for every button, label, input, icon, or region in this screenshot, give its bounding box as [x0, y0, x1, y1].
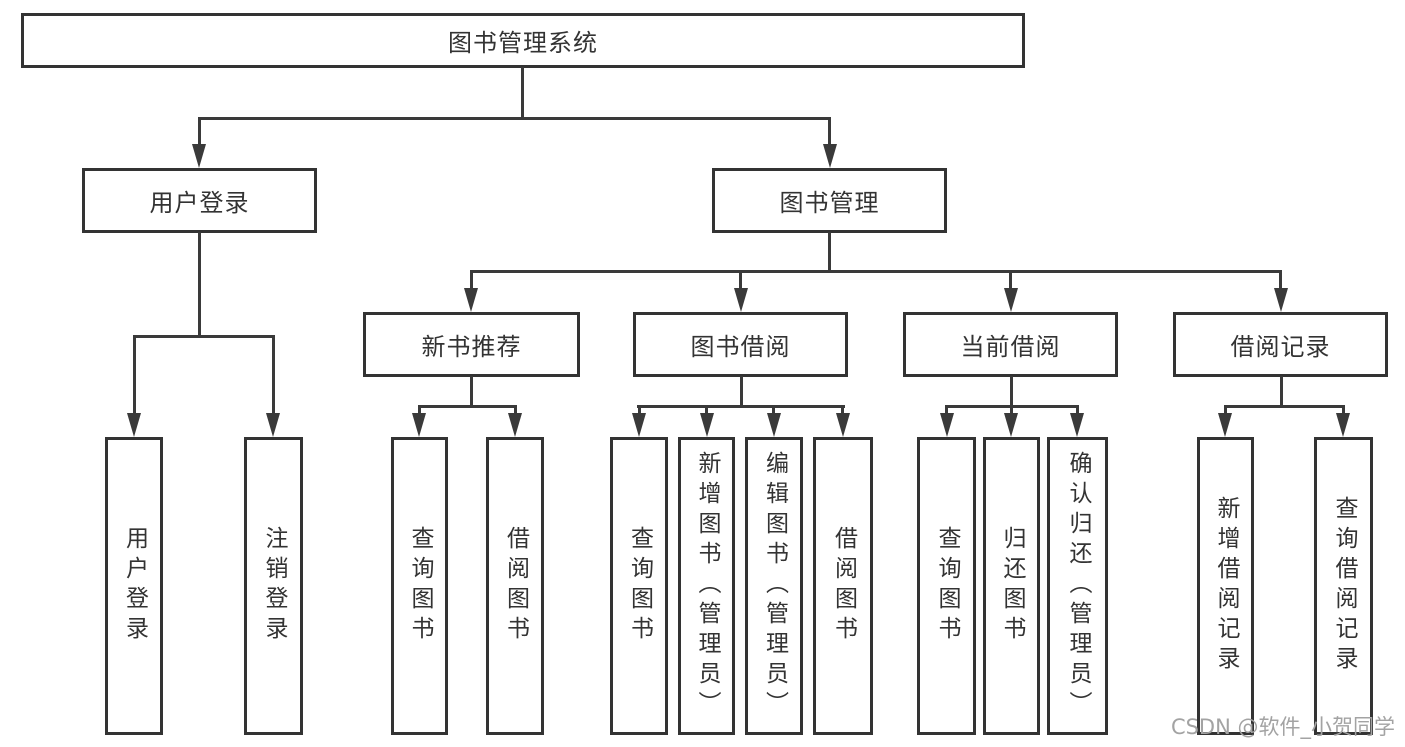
- connector-leaf-stem: [772, 405, 775, 417]
- node-borrowing-records: 借阅记录: [1173, 312, 1388, 377]
- connector-leaf-stem: [638, 405, 641, 417]
- arrow-down-icon: [1004, 413, 1018, 437]
- connector-leaf-stem: [1224, 405, 1227, 417]
- arrow-down-icon: [508, 413, 522, 437]
- connector-to-login-leaf: [133, 335, 136, 417]
- node-leaf-add-books-admin-label: 新增图书（管理员）: [694, 451, 720, 721]
- connector-leaf-stem: [705, 405, 708, 417]
- arrow-down-icon: [940, 413, 954, 437]
- node-leaf-add-borrow-record-label: 新增借阅记录: [1213, 496, 1239, 676]
- node-leaf-return-books-label: 归还图书: [999, 526, 1025, 646]
- connector-user-login-stem: [198, 232, 201, 338]
- node-leaf-user-login: 用户登录: [105, 437, 163, 735]
- arrow-down-icon: [767, 413, 781, 437]
- node-leaf-add-books-admin: 新增图书（管理员）: [678, 437, 735, 735]
- node-leaf-query-books-recommend: 查询图书: [391, 437, 448, 735]
- node-book-borrowing-label: 图书借阅: [690, 333, 791, 361]
- connector-borrowing-records-rail: [1224, 405, 1345, 408]
- node-leaf-query-books-borrowing: 查询图书: [610, 437, 668, 735]
- arrow-down-icon: [464, 288, 478, 312]
- connector-to-logout-leaf: [272, 335, 275, 417]
- node-book-management-label: 图书管理: [779, 189, 880, 217]
- node-leaf-borrow-books-label: 借阅图书: [830, 526, 857, 646]
- connector-leaf-stem: [841, 405, 844, 417]
- node-leaf-return-books: 归还图书: [983, 437, 1040, 735]
- node-leaf-edit-books-admin-label: 编辑图书（管理员）: [761, 451, 788, 721]
- node-new-book-recommend-label: 新书推荐: [421, 333, 522, 361]
- connector-book-management-stem: [828, 232, 831, 273]
- connector-borrowing-records-stem: [1280, 376, 1283, 407]
- connector-leaf-stem: [418, 405, 421, 417]
- node-leaf-logout-label: 注销登录: [261, 526, 287, 646]
- node-user-login: 用户登录: [82, 168, 317, 233]
- connector-to-borrowing-records: [1279, 270, 1282, 292]
- node-root-label: 图书管理系统: [448, 29, 598, 57]
- arrow-down-icon: [1004, 288, 1018, 312]
- connector-root-rail: [198, 117, 831, 120]
- arrow-down-icon: [734, 288, 748, 312]
- connector-leaf-stem: [1076, 405, 1079, 417]
- node-leaf-query-books-borrowing-label: 查询图书: [626, 526, 653, 646]
- node-leaf-edit-books-admin: 编辑图书（管理员）: [745, 437, 803, 735]
- node-current-borrowing: 当前借阅: [903, 312, 1118, 377]
- node-new-book-recommend: 新书推荐: [363, 312, 580, 377]
- arrow-down-icon: [1336, 413, 1350, 437]
- node-leaf-user-login-label: 用户登录: [121, 526, 148, 646]
- node-book-borrowing: 图书借阅: [633, 312, 848, 377]
- connector-leaf-stem: [514, 405, 517, 417]
- connector-current-borrowing-stem: [1010, 376, 1013, 407]
- connector-user-login-rail: [133, 335, 275, 338]
- connector-leaf-stem: [1342, 405, 1345, 417]
- connector-to-book-management: [828, 117, 831, 147]
- arrow-down-icon: [127, 413, 141, 437]
- arrow-down-icon: [1274, 288, 1288, 312]
- connector-root-stem: [521, 67, 524, 120]
- arrow-down-icon: [632, 413, 646, 437]
- node-leaf-logout: 注销登录: [244, 437, 303, 735]
- connector-new-book-rail: [418, 405, 517, 408]
- arrow-down-icon: [823, 144, 837, 168]
- node-book-management: 图书管理: [712, 168, 947, 233]
- node-root: 图书管理系统: [21, 13, 1025, 68]
- arrow-down-icon: [192, 144, 206, 168]
- node-current-borrowing-label: 当前借阅: [960, 333, 1061, 361]
- connector-to-new-book: [470, 270, 473, 292]
- connector-to-current-borrowing: [1009, 270, 1012, 292]
- arrow-down-icon: [412, 413, 426, 437]
- connector-leaf-stem: [1010, 405, 1013, 417]
- arrow-down-icon: [1070, 413, 1084, 437]
- node-borrowing-records-label: 借阅记录: [1230, 333, 1331, 361]
- arrow-down-icon: [1218, 413, 1232, 437]
- node-leaf-borrow-books-recommend: 借阅图书: [486, 437, 544, 735]
- connector-new-book-stem: [470, 376, 473, 407]
- connector-book-borrowing-stem: [740, 376, 743, 407]
- node-user-login-label: 用户登录: [149, 189, 250, 217]
- connector-book-borrowing-rail: [637, 405, 845, 408]
- node-leaf-borrow-books-recommend-label: 借阅图书: [502, 526, 529, 646]
- connector-book-management-rail: [470, 270, 1282, 273]
- node-leaf-query-borrow-record: 查询借阅记录: [1314, 437, 1373, 735]
- arrow-down-icon: [266, 413, 280, 437]
- node-leaf-query-borrow-record-label: 查询借阅记录: [1331, 496, 1357, 676]
- watermark: CSDN @软件_小贺同学: [1170, 715, 1395, 739]
- node-leaf-borrow-books: 借阅图书: [813, 437, 873, 735]
- node-leaf-query-books-current-label: 查询图书: [934, 526, 960, 646]
- connector-to-book-borrowing: [739, 270, 742, 292]
- connector-to-user-login: [198, 117, 201, 147]
- arrow-down-icon: [700, 413, 714, 437]
- node-leaf-confirm-return-admin: 确认归还（管理员）: [1047, 437, 1108, 735]
- node-leaf-add-borrow-record: 新增借阅记录: [1197, 437, 1254, 735]
- connector-leaf-stem: [945, 405, 948, 417]
- node-leaf-query-books-recommend-label: 查询图书: [407, 526, 433, 646]
- arrow-down-icon: [836, 413, 850, 437]
- node-leaf-query-books-current: 查询图书: [917, 437, 976, 735]
- node-leaf-confirm-return-admin-label: 确认归还（管理员）: [1065, 451, 1091, 721]
